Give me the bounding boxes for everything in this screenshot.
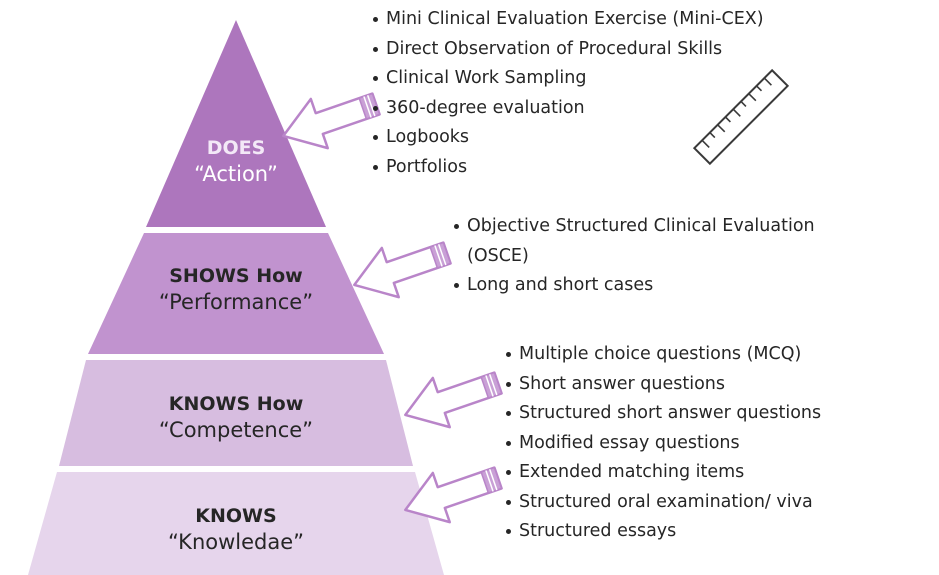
list-item: Direct Observation of Procedural Skills: [371, 35, 764, 65]
pyramid-level-does: [146, 20, 326, 227]
level-subtitle: “Action”: [194, 161, 278, 186]
does-assessment-list: Mini Clinical Evaluation Exercise (Mini-…: [371, 5, 764, 182]
pyramid-level-knows-how: [59, 360, 413, 466]
level-label-shows-how: SHOWS How “Performance”: [106, 265, 366, 315]
pyramid-level-shows-how: [88, 233, 384, 354]
list-item: Portfolios: [371, 153, 764, 183]
level-title: SHOWS How: [169, 265, 303, 287]
level-title: KNOWS: [195, 505, 277, 527]
level-title: DOES: [206, 137, 266, 159]
level-subtitle: “Competence”: [158, 417, 314, 442]
level-subtitle: “Performance”: [158, 289, 314, 314]
knows-assessment-list: Multiple choice questions (MCQ) Short an…: [504, 340, 821, 547]
level-subtitle: “Knowledae”: [167, 529, 305, 554]
shows-how-assessment-list: Objective Structured Clinical Evaluation…: [452, 212, 815, 301]
list-item: Structured short answer questions: [504, 399, 821, 429]
list-item: Short answer questions: [504, 370, 821, 400]
ruler-icon: [692, 68, 790, 166]
hollow-arrow-icon: [282, 92, 381, 150]
list-item: Mini Clinical Evaluation Exercise (Mini-…: [371, 5, 764, 35]
level-label-knows-how: KNOWS How “Competence”: [106, 393, 366, 443]
hollow-arrow-icon: [404, 371, 503, 429]
list-item: Structured essays: [504, 517, 821, 547]
list-item: Objective Structured Clinical Evaluation: [452, 212, 815, 242]
list-item: Multiple choice questions (MCQ): [504, 340, 821, 370]
list-item: Logbooks: [371, 123, 764, 153]
level-label-knows: KNOWS “Knowledae”: [106, 505, 366, 555]
list-item: 360-degree evaluation: [371, 94, 764, 124]
list-item: Clinical Work Sampling: [371, 64, 764, 94]
list-item: Long and short cases: [452, 271, 815, 301]
level-label-does: DOES “Action”: [106, 137, 366, 187]
list-item-continuation: (OSCE): [467, 245, 529, 266]
list-item: Extended matching items: [504, 458, 821, 488]
list-item: Structured oral examination/ viva: [504, 488, 821, 518]
list-item: Modified essay questions: [504, 429, 821, 459]
hollow-arrow-icon: [353, 241, 452, 299]
pyramid-level-knows: [28, 472, 444, 575]
hollow-arrow-icon: [404, 466, 503, 524]
level-title: KNOWS How: [168, 393, 304, 415]
